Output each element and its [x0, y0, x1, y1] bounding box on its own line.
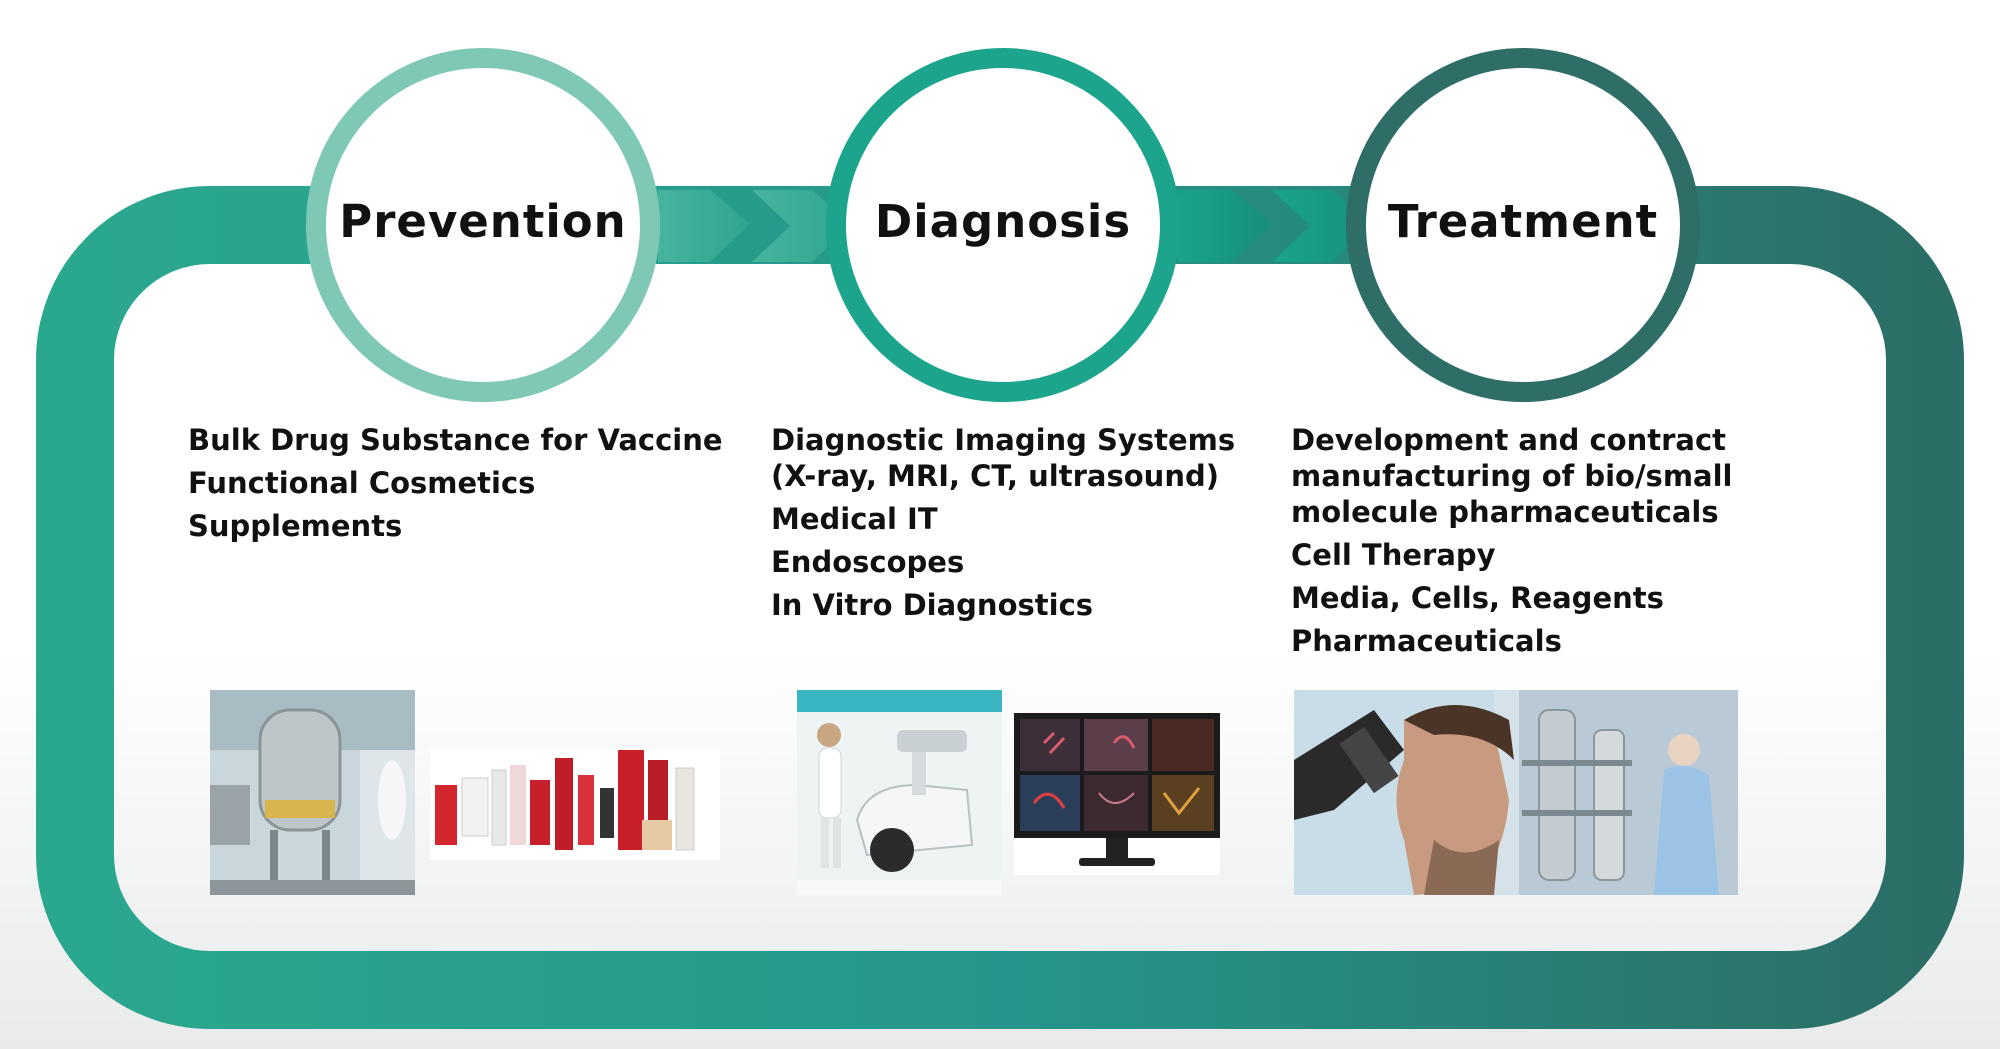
list-item: molecule pharmaceuticals: [1291, 495, 1719, 529]
treatment-list: Development and contract manufacturing o…: [1291, 422, 1733, 666]
list-item: manufacturing of bio/small: [1291, 459, 1733, 493]
prevention-circle: [306, 48, 660, 402]
list-item: Development and contract: [1291, 423, 1727, 457]
list-item: Pharmaceuticals: [1291, 624, 1562, 658]
cosmetics-products-photo: [430, 750, 720, 860]
diagnosis-circle: [826, 48, 1180, 402]
list-item: Bulk Drug Substance for Vaccine: [188, 423, 723, 457]
list-item: Medical IT: [771, 502, 938, 536]
list-item: Media, Cells, Reagents: [1291, 581, 1664, 615]
prevention-title: Prevention: [339, 195, 627, 248]
prevention-list: Bulk Drug Substance for Vaccine Function…: [188, 422, 723, 551]
medical-imaging-monitor-photo: [1014, 713, 1220, 875]
list-item: Endoscopes: [771, 545, 965, 579]
scientist-microscope-photo: [1294, 690, 1738, 895]
list-item: (X-ray, MRI, CT, ultrasound): [771, 459, 1219, 493]
list-item: Cell Therapy: [1291, 538, 1496, 572]
arrow-prevention-diagnosis: [658, 190, 750, 262]
list-item: In Vitro Diagnostics: [771, 588, 1094, 622]
treatment-circle: [1346, 48, 1700, 402]
list-item: Diagnostic Imaging Systems: [771, 423, 1236, 457]
list-item: Functional Cosmetics: [188, 466, 536, 500]
arrow-diagnosis-treatment: [1178, 190, 1272, 262]
bioreactor-photo: [210, 690, 415, 895]
mobile-xray-system-photo: [797, 690, 1002, 895]
treatment-title: Treatment: [1387, 195, 1659, 248]
diagnosis-title: Diagnosis: [874, 195, 1132, 248]
list-item: Supplements: [188, 509, 403, 543]
diagnosis-list: Diagnostic Imaging Systems (X-ray, MRI, …: [771, 422, 1235, 630]
